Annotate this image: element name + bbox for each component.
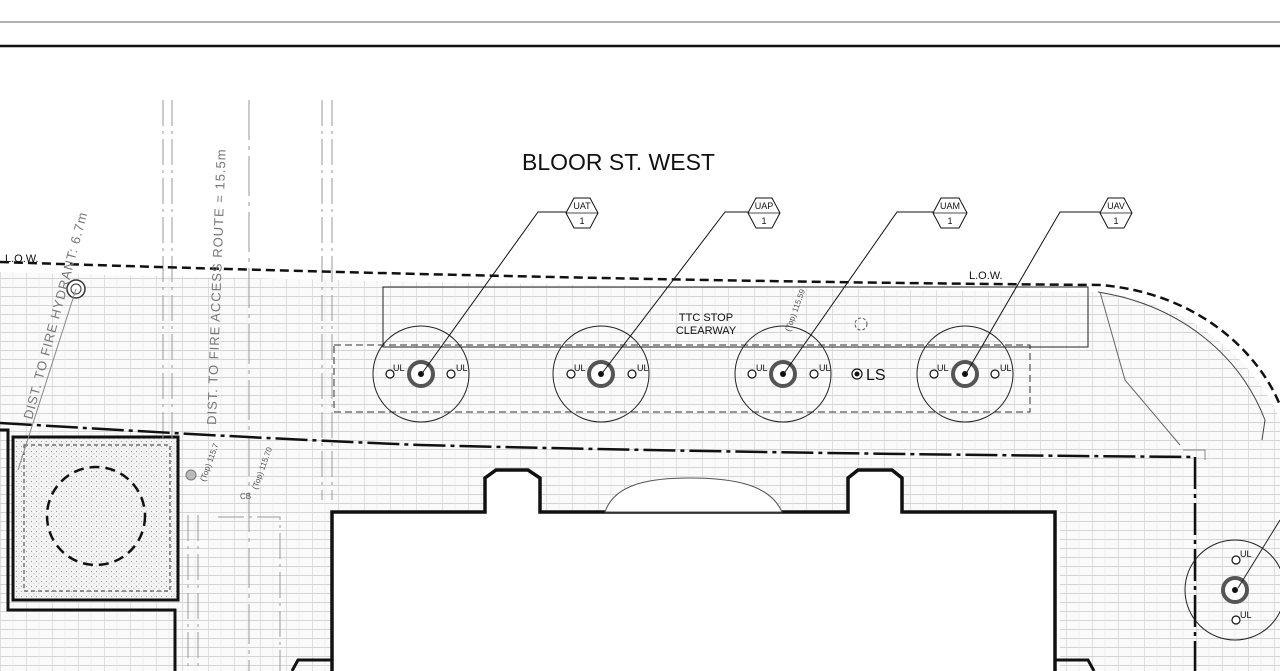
svg-text:UL: UL <box>1240 549 1252 559</box>
svg-text:UAM: UAM <box>940 201 960 211</box>
svg-text:UL: UL <box>574 363 586 373</box>
curb-line <box>0 421 1196 459</box>
tree-uap[interactable]: UL UL <box>552 325 650 423</box>
tree-uam[interactable]: UL UL <box>734 325 832 423</box>
svg-text:UL: UL <box>1000 363 1012 373</box>
title-border <box>0 21 1280 48</box>
svg-text:UAV: UAV <box>1107 201 1125 211</box>
svg-text:UL: UL <box>937 363 949 373</box>
svg-text:UAP: UAP <box>755 201 774 211</box>
ttc-stop-clearway <box>382 286 1089 348</box>
svg-text:UL: UL <box>819 363 831 373</box>
svg-text:1: 1 <box>947 216 952 226</box>
svg-text:UL: UL <box>456 363 468 373</box>
tree-corner[interactable]: UL UL <box>1184 519 1280 641</box>
ttc-stop-label: TTC STOP <box>679 312 733 324</box>
tag-uap[interactable]: UAP 1 <box>747 197 781 229</box>
svg-text:UAT: UAT <box>573 201 591 211</box>
ls-label: LS <box>866 367 886 384</box>
fire-hydrant-icon <box>17 279 86 471</box>
svg-text:1: 1 <box>579 216 584 226</box>
tree-uav[interactable]: UL UL <box>916 325 1014 423</box>
catch-basin-icon <box>854 317 868 331</box>
tree-uat[interactable]: UL UL <box>372 325 470 423</box>
low-line <box>0 260 1280 406</box>
low-label-left: L.O.W. <box>5 253 39 265</box>
tag-uam[interactable]: UAM 1 <box>932 197 968 229</box>
property-guides <box>162 100 333 671</box>
svg-text:CB: CB <box>240 492 251 501</box>
low-label-right: L.O.W. <box>969 270 1003 282</box>
tag-leaders <box>422 211 1100 373</box>
svg-text:1: 1 <box>1113 216 1118 226</box>
svg-text:UL: UL <box>637 363 649 373</box>
ttc-clearway-label: CLEARWAY <box>676 325 737 337</box>
svg-text:UL: UL <box>393 363 405 373</box>
svg-text:UL: UL <box>756 363 768 373</box>
planting-zone <box>333 344 1031 413</box>
tag-uat[interactable]: UAT 1 <box>565 197 599 229</box>
street-name: BLOOR ST. WEST <box>522 149 715 175</box>
tag-uav[interactable]: UAV 1 <box>1099 197 1133 229</box>
light-standard[interactable]: LS <box>851 367 886 384</box>
svg-text:1: 1 <box>761 216 766 226</box>
courtyard-planter <box>11 435 180 602</box>
svg-text:UL: UL <box>1240 610 1252 620</box>
